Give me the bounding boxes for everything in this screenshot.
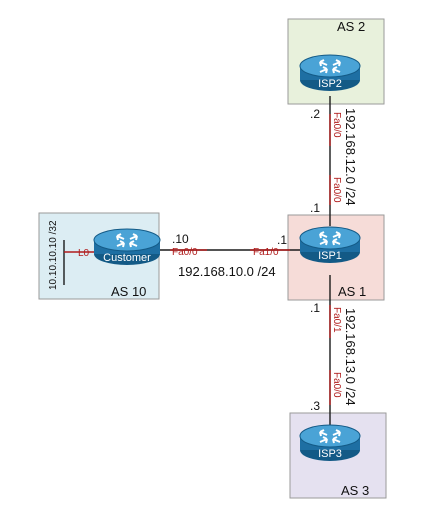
router-isp1[interactable]: ISP1 — [299, 226, 361, 263]
hostid-isp3: .3 — [310, 399, 320, 413]
hostid-customer: .10 — [172, 232, 189, 246]
iface-isp1-fa01: Fa0/1 — [331, 307, 342, 333]
router-isp2[interactable]: ISP2 — [299, 54, 361, 91]
hostid-isp2: .2 — [310, 107, 320, 121]
router-isp3[interactable]: ISP3 — [299, 424, 361, 461]
iface-customer-lo: L0 — [78, 248, 90, 259]
as10-label: AS 10 — [111, 284, 146, 299]
as1-label: AS 1 — [338, 284, 366, 299]
network-loopback: 10.10.10.10 /32 — [48, 220, 59, 290]
iface-isp2-fa00: Fa0/0 — [331, 112, 342, 138]
router-customer-label: Customer — [103, 252, 151, 264]
as2-label: AS 2 — [337, 19, 365, 34]
router-isp3-label: ISP3 — [318, 448, 342, 460]
iface-isp3-fa00: Fa0/0 — [331, 372, 342, 398]
iface-customer-fa00: Fa0/0 — [172, 247, 198, 258]
as3-label: AS 3 — [341, 483, 369, 498]
network-isp1-isp3: 192.168.13.0 /24 — [343, 308, 358, 406]
network-customer-isp1: 192.168.10.0 /24 — [178, 264, 276, 279]
router-isp1-label: ISP1 — [318, 250, 342, 262]
hostid-isp1-left: .1 — [277, 233, 287, 247]
iface-isp1-fa10: Fa1/0 — [253, 247, 279, 258]
router-customer[interactable]: Customer — [93, 228, 161, 265]
router-isp2-label: ISP2 — [318, 78, 342, 90]
iface-isp1-fa00: Fa0/0 — [331, 177, 342, 203]
hostid-isp1-bottom: .1 — [310, 301, 320, 315]
hostid-isp1-top: .1 — [310, 201, 320, 215]
network-isp2-isp1: 192.168.12.0 /24 — [343, 108, 358, 206]
